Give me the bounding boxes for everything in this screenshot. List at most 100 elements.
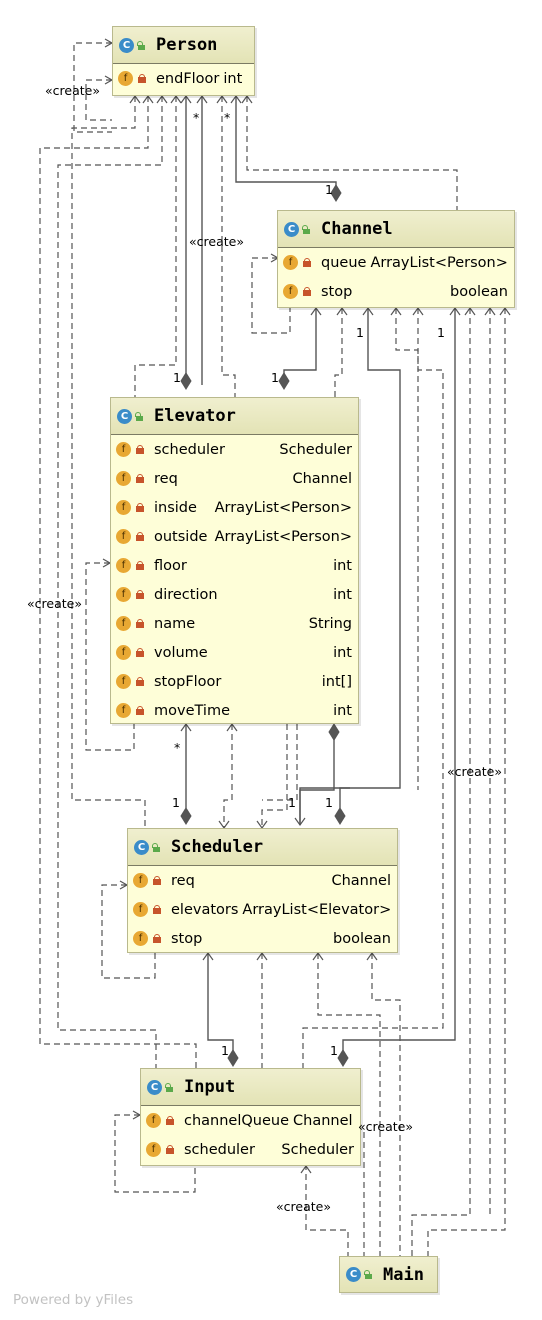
class-header: C Elevator [111,398,358,435]
multiplicity-label: * [193,110,200,125]
field-type: int [333,644,352,661]
private-lock-icon [136,590,144,599]
create-label: «create» [189,234,244,249]
create-label: «create» [45,83,100,98]
class-icon: C [284,221,299,237]
composition-diamonds [180,184,349,1067]
field-name: req [171,872,195,889]
field-type: String [308,615,352,632]
field-type: int [333,702,352,719]
field-icon: f [116,442,131,457]
private-lock-icon [303,258,311,267]
field-icon: f [116,471,131,486]
create-label: «create» [276,1199,331,1214]
private-lock-icon [136,445,144,454]
field-type: Channel [292,470,352,487]
multiplicity-label: * [174,740,181,755]
field-row: f stopFloor int[] [111,667,358,696]
class-header: C Channel [278,211,514,248]
public-icon [302,224,311,234]
field-name: elevators [171,901,239,918]
private-lock-icon [136,474,144,483]
field-type: Scheduler [281,1141,354,1158]
field-name: direction [154,586,218,603]
field-icon: f [116,703,131,718]
class-name: Main [383,1264,424,1285]
field-type: boolean [450,283,508,300]
class-name: Person [156,35,218,55]
field-type: Channel [293,1112,353,1129]
field-type: int [333,586,352,603]
field-name: stopFloor [154,673,222,690]
private-lock-icon [153,905,161,914]
field-icon: f [116,674,131,689]
field-type: int [223,70,243,87]
multiplicity-label: 1 [173,370,181,385]
field-type: Channel [331,872,391,889]
field-name: moveTime [154,702,230,719]
field-type: Scheduler [279,441,352,458]
public-icon [364,1270,373,1279]
multiplicity-label: 1 [172,795,180,810]
class-name: Elevator [154,406,236,426]
field-icon: f [133,902,148,917]
field-icon: f [133,873,148,888]
field-name: channelQueue [184,1112,290,1129]
public-icon [165,1082,174,1092]
class-icon: C [134,839,149,855]
field-icon: f [118,71,133,86]
multiplicity-label: 1 [288,795,296,810]
field-icon: f [146,1113,161,1128]
private-lock-icon [136,532,144,541]
multiplicity-label: 1 [330,1043,338,1058]
field-name: floor [154,557,187,574]
multiplicity-label: 1 [325,795,333,810]
private-lock-icon [136,503,144,512]
field-icon: f [116,529,131,544]
field-icon: f [116,645,131,660]
class-header: C Input [141,1069,360,1106]
create-label: «create» [27,596,82,611]
field-type: ArrayList<Person> [214,528,352,545]
class-name: Input [184,1077,236,1097]
field-icon: f [146,1142,161,1157]
field-icon: f [116,500,131,515]
field-name: name [154,615,196,632]
private-lock-icon [166,1116,174,1125]
field-row: f req Channel [128,866,397,895]
private-lock-icon [303,287,311,296]
multiplicity-label: 1 [271,370,279,385]
field-row: f name String [111,609,358,638]
private-lock-icon [136,648,144,657]
field-type: int[] [321,673,352,690]
class-icon: C [147,1079,162,1095]
field-icon: f [116,616,131,631]
private-lock-icon [138,74,146,83]
private-lock-icon [136,677,144,686]
public-icon [137,40,146,50]
private-lock-icon [153,934,161,943]
field-name: stop [171,930,203,947]
field-name: req [154,470,178,487]
field-icon: f [133,931,148,946]
private-lock-icon [136,706,144,715]
create-label: «create» [358,1119,413,1134]
footer-credit: Powered by yFiles [13,1292,134,1308]
private-lock-icon [136,619,144,628]
class-main[interactable]: C Main [339,1256,438,1293]
multiplicity-label: 1 [356,325,364,340]
field-type: int [333,557,352,574]
